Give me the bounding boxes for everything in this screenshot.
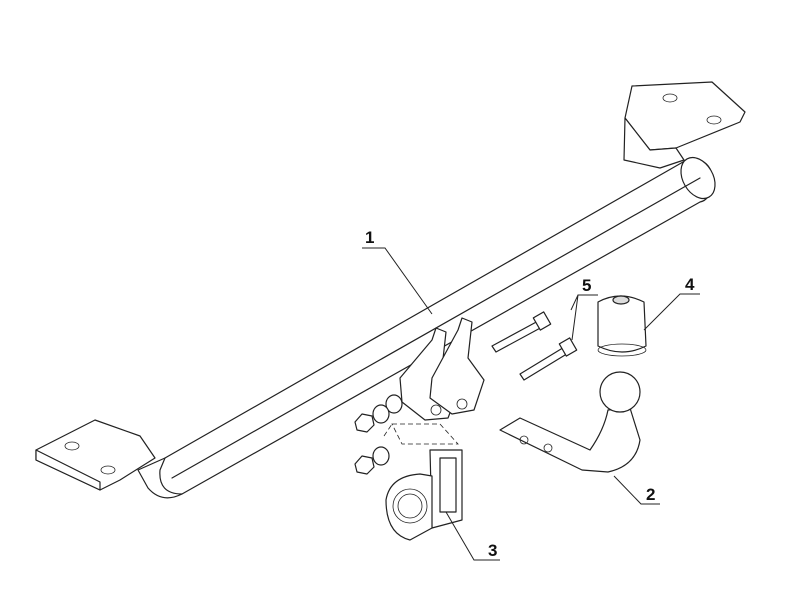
callout-2: 2 bbox=[646, 485, 655, 504]
leader-3 bbox=[445, 511, 500, 561]
callout-5: 5 bbox=[582, 276, 591, 295]
leader-2 bbox=[613, 475, 660, 505]
leader-1 bbox=[362, 247, 433, 315]
nuts-and-washers bbox=[354, 394, 459, 475]
left-mounting-bracket bbox=[35, 419, 156, 491]
socket-plate bbox=[385, 449, 463, 541]
callout-3: 3 bbox=[488, 541, 497, 560]
ball-cover bbox=[597, 295, 647, 357]
callout-4: 4 bbox=[685, 275, 695, 294]
callout-1: 1 bbox=[365, 228, 374, 247]
tow-ball-neck bbox=[499, 371, 641, 473]
bolts bbox=[491, 311, 578, 381]
towbar-crossbar bbox=[137, 156, 716, 499]
leader-4 bbox=[643, 293, 700, 331]
right-mounting-bracket bbox=[623, 81, 746, 169]
leader-5 bbox=[570, 294, 598, 341]
center-hanger-plates bbox=[399, 317, 485, 421]
